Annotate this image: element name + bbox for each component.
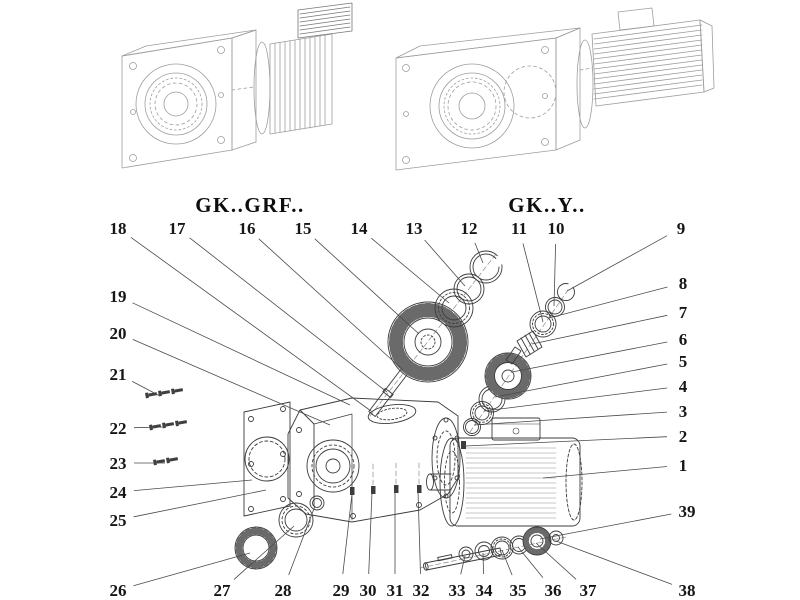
flange-plate-drawing (243, 401, 291, 517)
leader-line-16 (258, 238, 404, 371)
output-shaft-assembly-drawing (423, 526, 564, 571)
part-number-9: 9 (677, 219, 686, 238)
leader-line-1 (542, 466, 668, 479)
part-number-34: 34 (476, 581, 494, 600)
part-number-5: 5 (679, 352, 688, 371)
part-number-35: 35 (510, 581, 527, 600)
leader-line-12 (474, 242, 484, 264)
part-number-15: 15 (295, 219, 312, 238)
leader-line-17 (189, 237, 388, 393)
part-number-22: 22 (110, 419, 127, 438)
motor-drawing (426, 417, 583, 527)
gearbox-y-drawing (395, 7, 715, 171)
part-number-27: 27 (214, 581, 232, 600)
part-number-2: 2 (679, 427, 688, 446)
leader-line-15 (314, 238, 420, 335)
part-number-19: 19 (110, 287, 127, 306)
part-number-13: 13 (406, 219, 423, 238)
part-number-3: 3 (679, 402, 688, 421)
leader-line-39 (539, 513, 672, 540)
variant-title-grf: GK..GRF.. (195, 193, 305, 217)
part-number-21: 21 (110, 365, 127, 384)
leader-line-5 (494, 363, 668, 398)
leader-line-25 (133, 489, 267, 518)
part-number-31: 31 (387, 581, 404, 600)
leader-line-34 (482, 552, 484, 575)
leader-line-4 (483, 387, 668, 412)
part-number-26: 26 (110, 581, 127, 600)
leader-line-2 (464, 436, 668, 447)
part-number-12: 12 (461, 219, 478, 238)
leader-line-11 (522, 243, 544, 323)
leader-line-19 (132, 302, 351, 406)
leader-line-26 (133, 552, 251, 587)
leader-line-9 (566, 235, 668, 292)
part-number-37: 37 (580, 581, 598, 600)
part-number-32: 32 (413, 581, 430, 600)
part-number-29: 29 (333, 581, 350, 600)
part-number-6: 6 (679, 330, 688, 349)
leader-line-14 (371, 237, 450, 304)
leader-line-20 (132, 339, 331, 426)
small-fasteners-drawing (350, 485, 422, 495)
part-number-33: 33 (449, 581, 466, 600)
pinion-stack-drawing (463, 283, 575, 436)
part-number-16: 16 (239, 219, 256, 238)
part-number-38: 38 (679, 581, 696, 600)
leader-line-28 (288, 505, 316, 576)
leader-line-37 (535, 542, 577, 580)
part-number-11: 11 (511, 219, 527, 238)
part-number-10: 10 (548, 219, 565, 238)
part-number-30: 30 (360, 581, 377, 600)
part-number-25: 25 (110, 511, 127, 530)
part-number-23: 23 (110, 454, 127, 473)
part-number-7: 7 (679, 303, 688, 322)
part-number-4: 4 (679, 377, 688, 396)
gearbox-grf-drawing (121, 2, 353, 169)
exploded-assembly-drawing (145, 250, 583, 571)
part-number-18: 18 (110, 219, 127, 238)
part-number-39: 39 (679, 502, 696, 521)
leader-line-24 (133, 479, 253, 491)
housing-drawing (287, 397, 461, 523)
leader-line-13 (424, 239, 466, 287)
leader-line-29 (342, 493, 353, 575)
mounting-screws-drawing (145, 388, 188, 466)
leader-line-30 (368, 491, 373, 575)
leader-line-36 (517, 546, 544, 578)
leader-line-38 (555, 540, 673, 585)
leader-line-35 (501, 549, 513, 576)
part-number-14: 14 (351, 219, 369, 238)
leader-line-32 (417, 490, 421, 575)
variant-title-y: GK..Y.. (508, 193, 585, 217)
leader-line-21 (132, 381, 161, 397)
part-number-1: 1 (679, 456, 688, 475)
leader-line-18 (130, 237, 372, 412)
part-number-28: 28 (275, 581, 292, 600)
leader-line-8 (548, 286, 668, 319)
bearing-and-locknut-drawing (234, 495, 325, 570)
input-gear-stack-drawing (368, 250, 503, 417)
leader-line-7 (531, 314, 668, 345)
part-number-8: 8 (679, 274, 688, 293)
leader-lines (130, 235, 673, 587)
leader-line-22 (133, 426, 165, 429)
part-number-36: 36 (545, 581, 562, 600)
part-number-17: 17 (169, 219, 187, 238)
leader-line-3 (473, 411, 668, 426)
leader-line-33 (460, 555, 466, 575)
part-number-20: 20 (110, 324, 127, 343)
leader-line-6 (511, 341, 668, 373)
leader-line-27 (233, 525, 295, 580)
part-number-24: 24 (110, 483, 128, 502)
leader-line-10 (553, 243, 556, 307)
